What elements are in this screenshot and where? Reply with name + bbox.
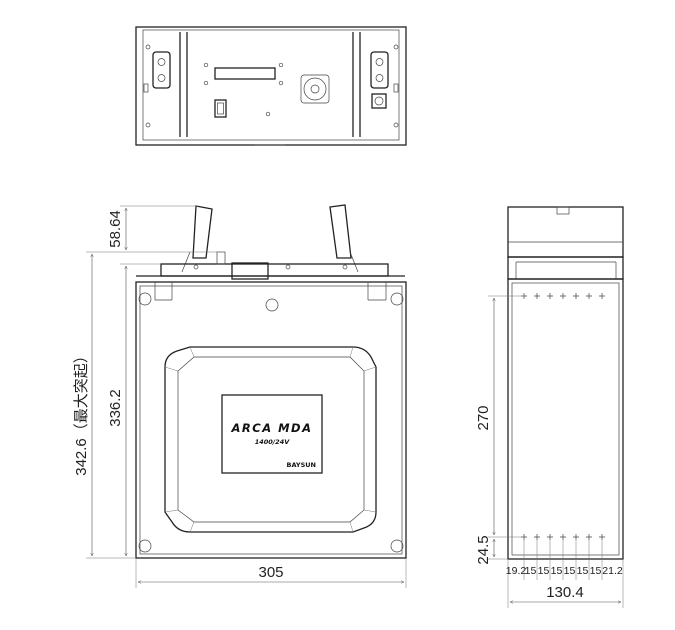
pitch-label: 15	[538, 565, 550, 577]
hole-mark	[586, 534, 592, 540]
hole-mark	[547, 293, 553, 299]
pitch-label: 15	[590, 565, 602, 577]
pitch-label: 19.2	[506, 565, 527, 577]
brand-name: BAYSUN	[287, 461, 316, 469]
hole-mark	[560, 534, 566, 540]
hole-mark	[599, 293, 605, 299]
hole-mark	[573, 293, 579, 299]
pitch-label: 15	[525, 565, 537, 577]
hole-mark	[547, 534, 553, 540]
front-dimensions: 58.64 342.6（最大突起） 336.2 305	[73, 205, 407, 588]
hole-mark	[534, 293, 540, 299]
dim-side-height: 270	[475, 405, 492, 430]
side-dimensions: 270 24.5 130.4	[475, 295, 624, 608]
hole-mark	[599, 534, 605, 540]
hole-mark	[534, 534, 540, 540]
hole-mark	[560, 293, 566, 299]
dim-side-depth: 130.4	[546, 584, 584, 601]
label-panel	[221, 394, 323, 474]
hole-mark	[586, 293, 592, 299]
side-hole-marks	[521, 293, 605, 580]
pitch-label: 21.2	[602, 565, 623, 577]
dim-top-protrusion: 58.64	[107, 210, 124, 248]
dim-side-bottom: 24.5	[475, 535, 492, 564]
dim-height-body: 336.2	[107, 389, 124, 427]
pitch-label: 15	[564, 565, 576, 577]
pitch-label: 15	[577, 565, 589, 577]
front-view: ARCA MDA 1400/24V BAYSUN	[135, 204, 407, 559]
side-view	[507, 206, 624, 560]
product-model: 1400/24V	[255, 438, 291, 446]
dim-width-front: 305	[258, 564, 283, 581]
hole-mark	[573, 534, 579, 540]
pitch-label: 15	[551, 565, 563, 577]
dim-height-max: 342.6（最大突起）	[73, 348, 90, 476]
product-name: ARCA MDA	[231, 421, 313, 435]
top-view	[135, 26, 407, 146]
